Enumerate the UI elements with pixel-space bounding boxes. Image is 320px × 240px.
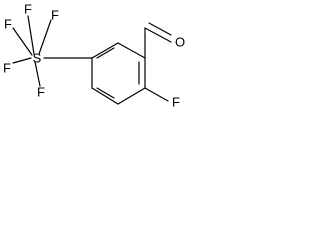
chemical-structure: S F F F F F O F xyxy=(3,2,185,110)
fluorine-atom-label-4: F xyxy=(37,85,45,100)
ring-fluorine-bond xyxy=(144,87,169,102)
aldehyde-group xyxy=(144,22,172,59)
fluorine-atom-label-1: F xyxy=(24,2,32,17)
s-f-bond-5 xyxy=(38,19,52,55)
fluorine-atom-label-5: F xyxy=(51,8,59,23)
s-f-bond-1 xyxy=(27,15,35,55)
fluorine-atom-label-2: F xyxy=(4,17,12,32)
oxygen-atom-label: O xyxy=(175,35,185,50)
ring-double-bond-inner-3 xyxy=(96,47,115,59)
ring-bond-4 xyxy=(91,87,119,105)
ring-double-bond-inner-2 xyxy=(96,87,115,99)
carbonyl-double-bond-1 xyxy=(144,27,172,43)
ring-bond-3 xyxy=(117,87,146,105)
s-f-bond-3 xyxy=(12,57,32,64)
sulfur-atom-label: S xyxy=(33,51,42,66)
ring-bond-1 xyxy=(117,42,146,59)
sf5-group xyxy=(12,15,52,87)
ring-fluorine-atom-label: F xyxy=(172,95,180,110)
carbonyl-double-bond-2 xyxy=(148,22,172,36)
benzene-ring xyxy=(91,42,146,105)
s-f-bond-4 xyxy=(34,61,41,87)
s-f-bond-2 xyxy=(12,27,33,56)
ring-bond-6 xyxy=(91,42,119,59)
fluorine-atom-label-3: F xyxy=(3,61,11,76)
